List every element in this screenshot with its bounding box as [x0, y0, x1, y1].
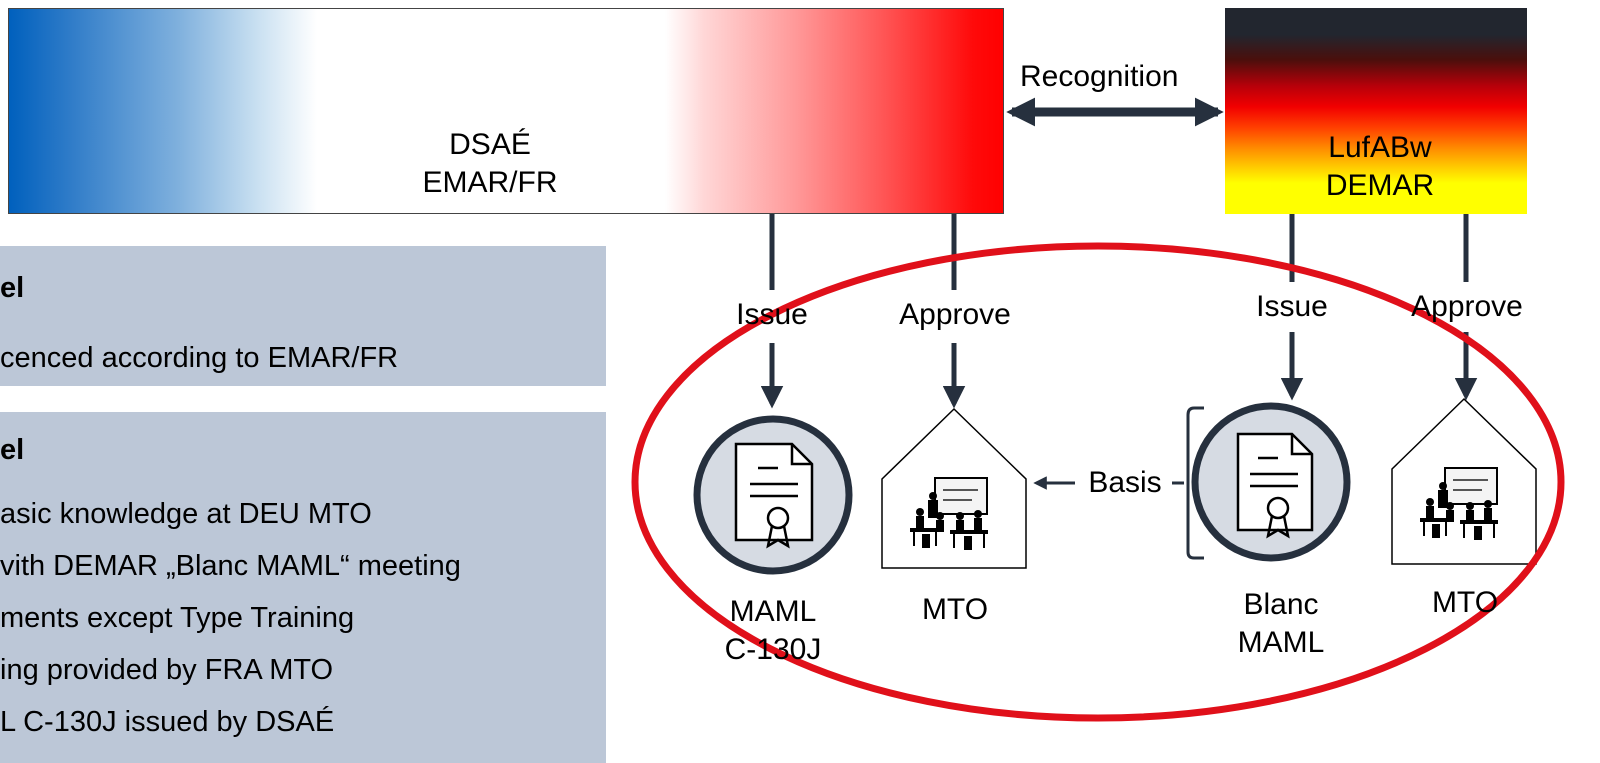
- school-house-icon: [1391, 397, 1537, 565]
- info-panel-top: el cenced according to EMAR/FR: [0, 246, 606, 386]
- deu-approve-label: Approve: [1411, 290, 1523, 323]
- deu-mto-label: MTO: [1431, 586, 1499, 619]
- basis-bracket: [1186, 406, 1204, 560]
- panel-line: ments except Type Training: [0, 602, 355, 634]
- info-panel-bottom: el asic knowledge at DEU MTO vith DEMAR …: [0, 412, 606, 763]
- fra-authority-regulation: EMAR/FR: [422, 166, 558, 199]
- maml-c130j-line2: C-130J: [724, 633, 822, 666]
- panel-heading: el: [0, 272, 25, 304]
- fra-authority-name: DSAÉ: [449, 128, 531, 161]
- fra-authority-box: [8, 8, 1004, 214]
- maml-c130j-line1: MAML: [729, 595, 817, 628]
- deu-authority-regulation: DEMAR: [1325, 169, 1435, 202]
- deu-authority-label: LufABw DEMAR: [1225, 129, 1535, 205]
- blanc-maml-label: Blanc MAML: [1226, 586, 1336, 662]
- basis-label: Basis: [1088, 466, 1162, 499]
- deu-issue-label: Issue: [1256, 290, 1328, 323]
- fra-approve-label: Approve: [899, 298, 1011, 331]
- panel-line: ing provided by FRA MTO: [0, 654, 334, 686]
- blanc-maml-line1: Blanc: [1243, 588, 1319, 621]
- panel-line: vith DEMAR „Blanc MAML“ meeting: [0, 550, 461, 582]
- deu-authority-box: [1225, 8, 1527, 214]
- fra-issue-label: Issue: [736, 298, 808, 331]
- panel-line: asic knowledge at DEU MTO: [0, 498, 372, 530]
- maml-c130j-label: MAML C-130J: [718, 593, 828, 669]
- deu-authority-name: LufABw: [1328, 131, 1432, 164]
- fra-mto-label: MTO: [921, 593, 989, 626]
- school-house-icon: [881, 407, 1027, 569]
- fra-authority-label: DSAÉ EMAR/FR: [390, 126, 590, 202]
- blanc-maml-line2: MAML: [1237, 626, 1325, 659]
- certificate-icon: [693, 415, 853, 575]
- certificate-icon: [1191, 402, 1351, 562]
- panel-line: L C-130J issued by DSAÉ: [0, 706, 335, 738]
- panel-heading: el: [0, 434, 25, 466]
- recognition-label: Recognition: [1020, 60, 1179, 93]
- panel-line: cenced according to EMAR/FR: [0, 342, 399, 374]
